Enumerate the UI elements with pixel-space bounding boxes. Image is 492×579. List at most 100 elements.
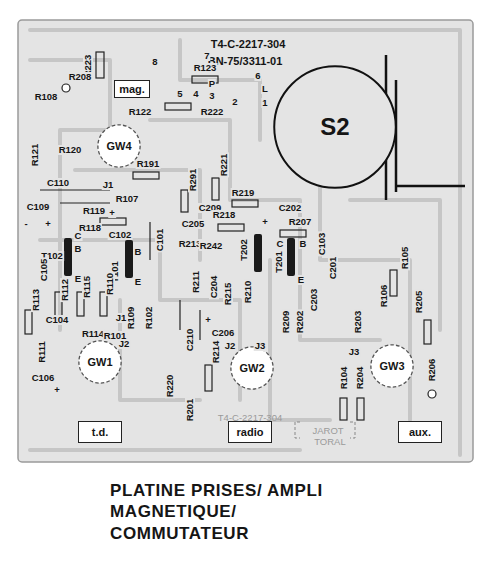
part-name: R218 [212, 210, 237, 220]
copper-traces [30, 30, 460, 455]
node-label: S2 [320, 114, 349, 140]
node-label: mag. [119, 83, 145, 95]
node-label: GW1 [87, 356, 112, 368]
part-name: C105 [39, 258, 49, 283]
node-label: GW3 [379, 360, 404, 372]
part-name: R105 [400, 246, 410, 271]
part-name: R203 [353, 310, 363, 335]
marking: - [23, 219, 28, 229]
marking: E [74, 274, 82, 284]
part-name: R123 [193, 63, 218, 73]
marking: TORAL [313, 437, 347, 447]
part-name: R111 [37, 340, 47, 364]
part-name: R115 [82, 275, 92, 299]
part-name: R109 [126, 306, 136, 331]
figure-caption: PLATINE PRISES/ AMPLI MAGNETIQUE/ COMMUT… [110, 480, 328, 544]
marking: JAROT [311, 426, 344, 436]
part-name: R219 [231, 188, 256, 198]
part-name: R205 [414, 290, 424, 315]
part-name: R214 [211, 340, 221, 365]
part-name: C103 [317, 232, 327, 257]
part-name: R222 [200, 107, 225, 117]
part-name: C104 [45, 315, 70, 325]
part-name: R210 [243, 280, 253, 305]
part-name: C106 [31, 373, 56, 383]
part-name: C204 [209, 275, 219, 300]
board-outline [18, 20, 473, 462]
part-name: T202 [239, 238, 249, 262]
part-name: T4-C-2217-304 [210, 39, 287, 51]
socket-circle: GW4 [97, 124, 141, 168]
part-name: R204 [355, 366, 365, 391]
part-name: R242 [199, 241, 224, 251]
part-name: R120 [58, 145, 83, 155]
dashed-marker [295, 422, 355, 438]
part-name: R122 [128, 107, 153, 117]
part-name: C110 [46, 178, 70, 188]
part-name: R211 [191, 270, 201, 294]
part-name: J1 [115, 313, 128, 323]
part-name: R202 [295, 310, 305, 335]
part-name: R104 [339, 366, 349, 391]
node-label: t.d. [92, 426, 109, 438]
part-name: J3 [348, 347, 361, 357]
jack-label-box: mag. [114, 80, 150, 98]
part-name: J2 [118, 339, 131, 349]
marking: 6 [254, 71, 261, 81]
part-name: J1 [102, 180, 115, 190]
part-name: C205 [181, 219, 206, 229]
part-name: R206 [427, 358, 437, 383]
marking: 7 [203, 51, 210, 61]
node-label: GW2 [239, 362, 264, 374]
marking: B [134, 247, 143, 257]
marking: E [134, 277, 142, 287]
part-name: R114 [81, 329, 105, 339]
marking: C [276, 239, 285, 249]
socket-circle: GW1 [78, 340, 122, 384]
part-name: R201 [185, 398, 195, 423]
jack-label-box: t.d. [78, 421, 122, 443]
transistor-symbols [64, 234, 295, 278]
jack-label-box: radio [228, 421, 272, 443]
part-name: R108 [34, 92, 59, 102]
marking: C [74, 231, 83, 241]
part-name: T201 [274, 250, 284, 274]
part-name: C102 [108, 230, 133, 240]
marking: + [261, 217, 269, 227]
part-name: R191 [136, 159, 161, 169]
marking: 2 [231, 97, 238, 107]
part-name: R207 [288, 217, 313, 227]
part-name: R119 [82, 206, 106, 216]
part-name: R121 [30, 143, 40, 168]
marking: 5 [176, 89, 183, 99]
part-name: C109 [26, 202, 51, 212]
part-name: R112 [60, 278, 70, 302]
node-label: GW4 [106, 140, 131, 152]
part-name: C210 [185, 328, 195, 353]
selector-switch: S2 [273, 65, 397, 189]
marking: BN-75/3311-01 [207, 56, 284, 68]
marking: 4 [192, 89, 199, 99]
part-name: R291 [188, 168, 198, 193]
marking: + [108, 208, 116, 218]
marking: + [44, 219, 52, 229]
part-name: J2 [224, 341, 237, 351]
marking: 1 [261, 98, 268, 108]
part-name: C202 [278, 203, 303, 213]
part-name: J3 [254, 341, 267, 351]
socket-circle: GW3 [370, 344, 414, 388]
marking: E [297, 275, 305, 285]
part-name: R208 [68, 72, 93, 82]
part-name: R215 [223, 282, 233, 307]
part-name: C201 [328, 256, 338, 281]
node-label: radio [237, 426, 264, 438]
part-name: R110 [105, 272, 115, 296]
part-name: R221 [219, 153, 229, 178]
part-name: C101 [155, 228, 165, 253]
switch-bracket [386, 55, 465, 200]
node-label: aux. [409, 426, 431, 438]
part-name: T4-C-2217-304 [217, 413, 283, 423]
marking: + [53, 385, 61, 395]
marking: B [299, 239, 308, 249]
part-name: C203 [309, 288, 319, 313]
